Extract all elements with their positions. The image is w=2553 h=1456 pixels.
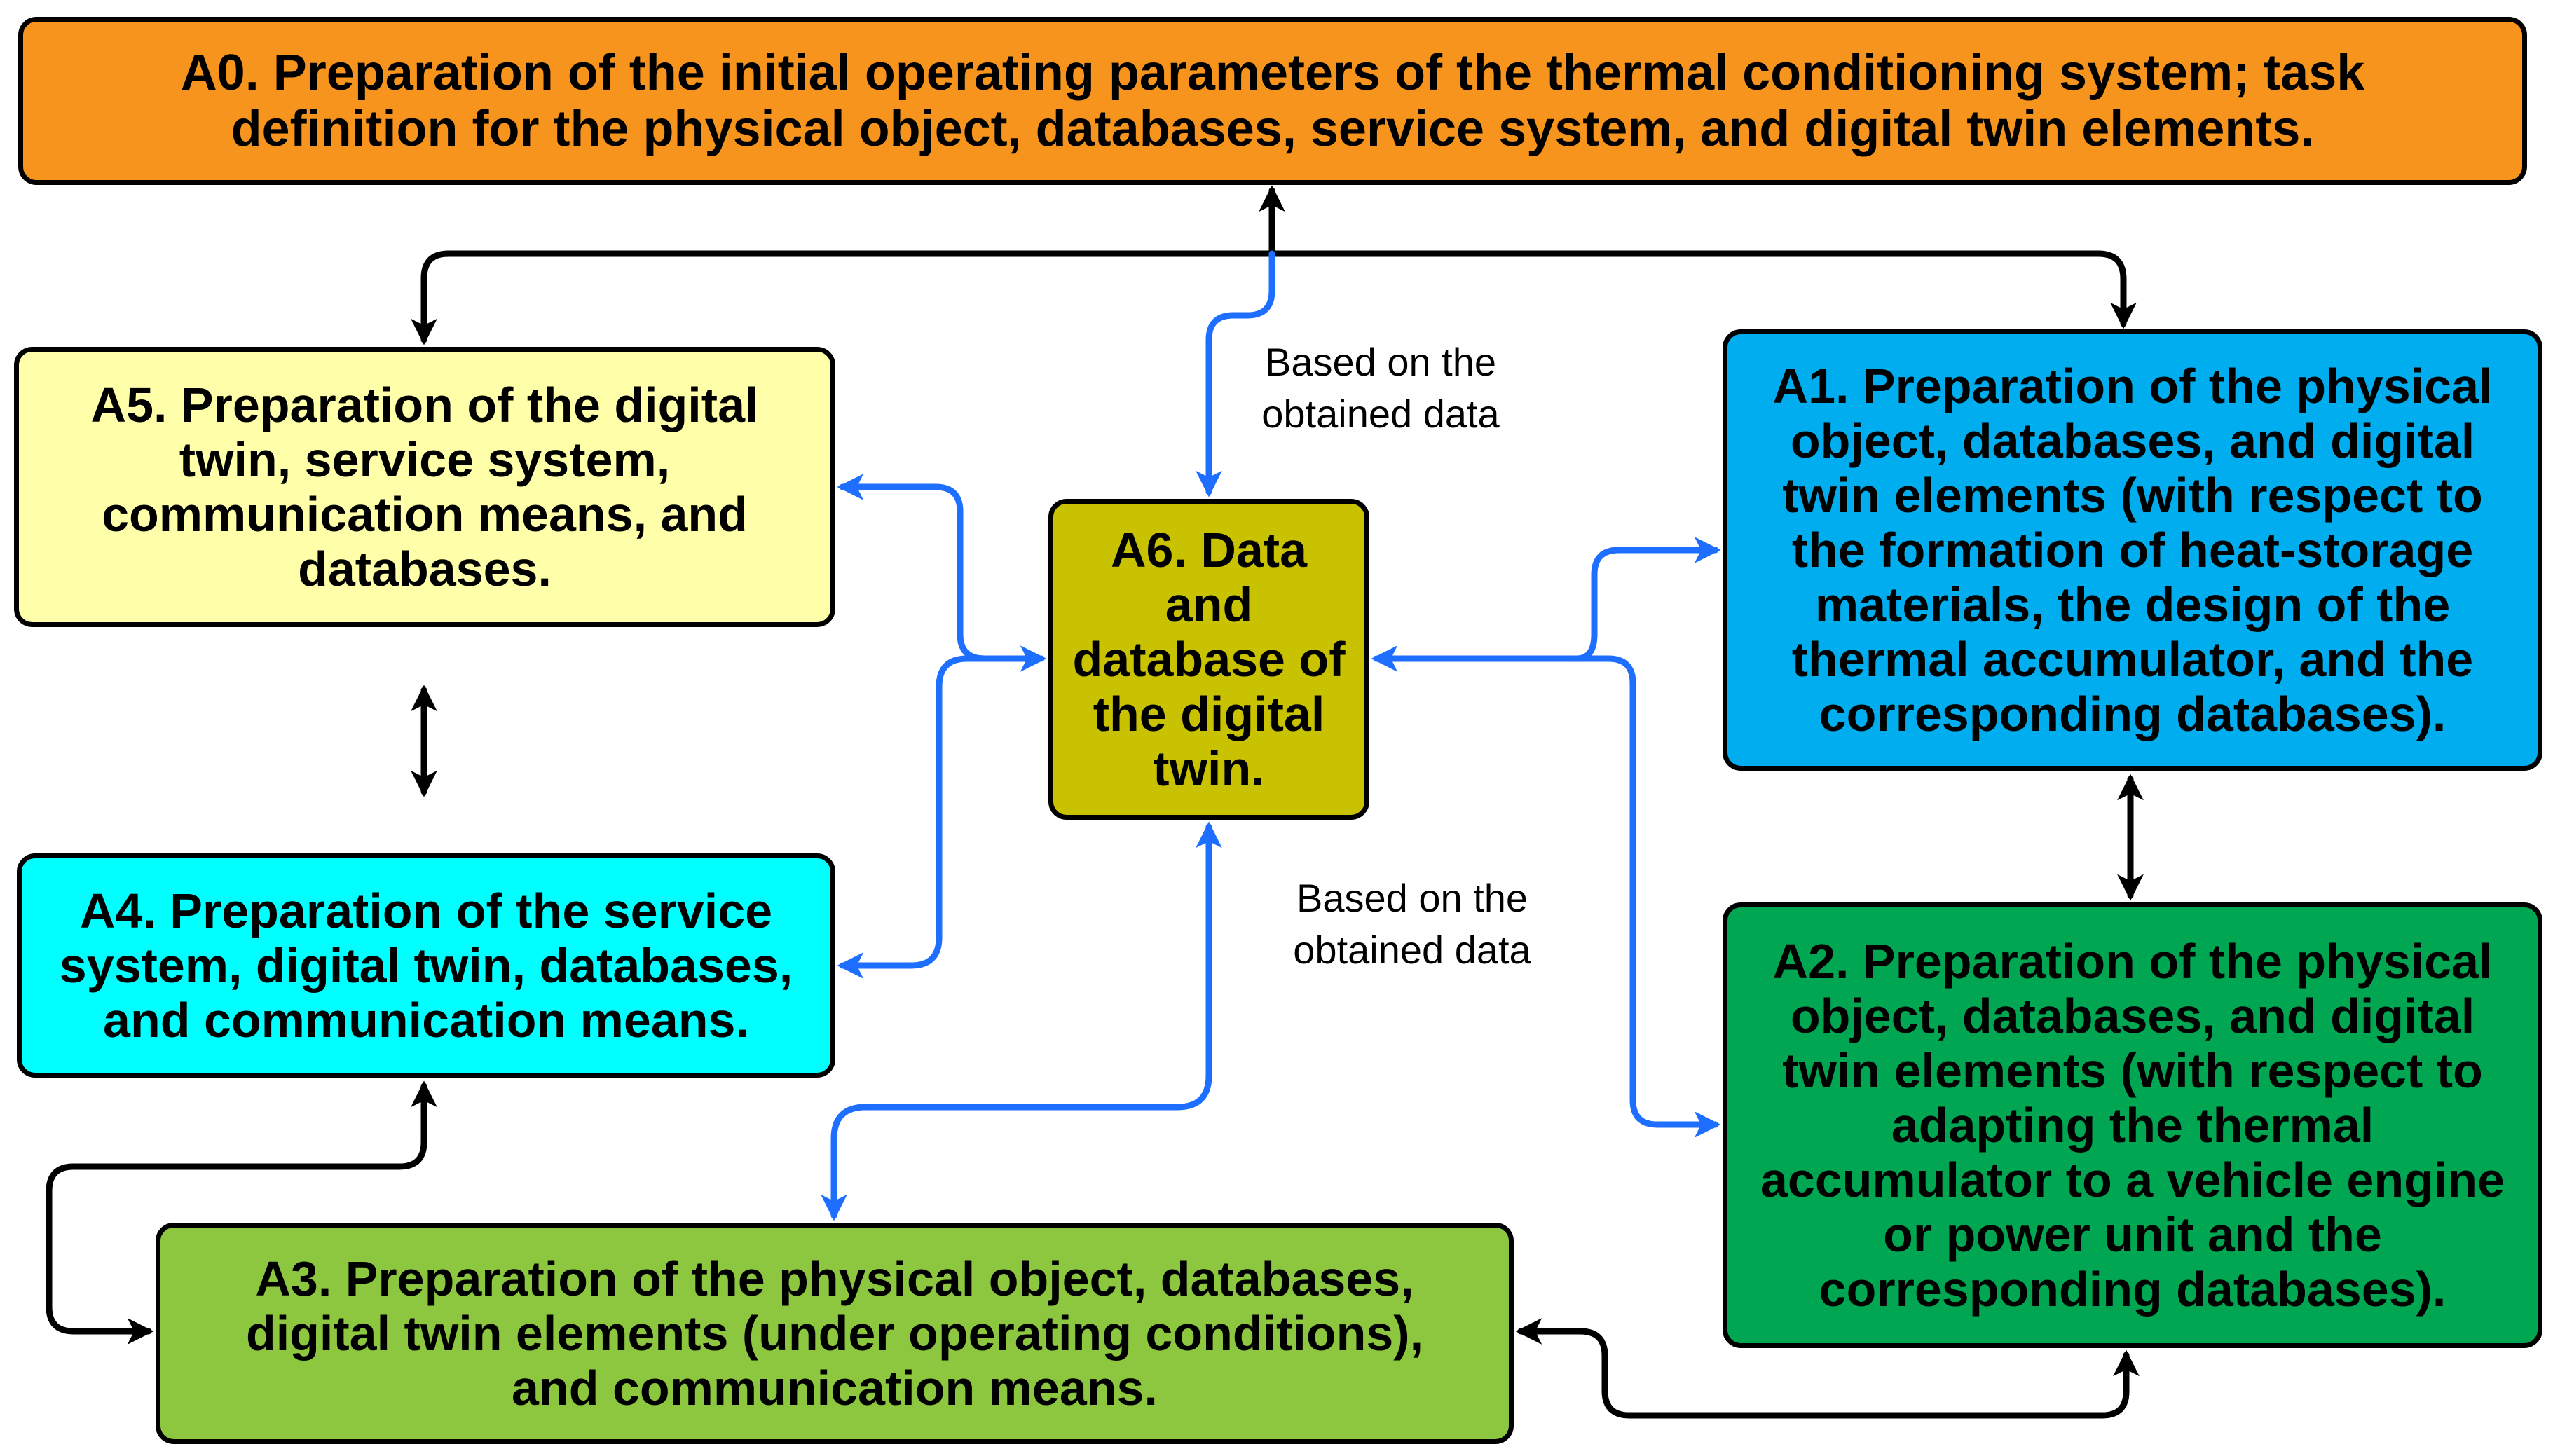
link-a4-a6 (837, 655, 999, 979)
link-a4-a3 (46, 1080, 437, 1345)
box-a4: A4. Preparation of the service system, d… (17, 853, 835, 1078)
box-a0: A0. Preparation of the initial operating… (18, 17, 2527, 185)
box-a4-label: A4. Preparation of the service system, d… (59, 884, 793, 1048)
box-a2: A2. Preparation of the physical object, … (1723, 902, 2542, 1348)
link-a6-a1 (1573, 537, 1721, 662)
link-a5-a6 (837, 474, 1047, 672)
box-a2-label: A2. Preparation of the physical object, … (1760, 934, 2505, 1317)
link-a0-a5 (411, 250, 1275, 345)
note-based-on-data-top: Based on the obtained data (1261, 340, 1500, 436)
box-a0-label: A0. Preparation of the initial operating… (180, 45, 2365, 157)
box-a5-label: A5. Preparation of the digital twin, ser… (90, 378, 759, 596)
box-a6: A6. Data and database of the digital twi… (1048, 499, 1369, 820)
box-a3-label: A3. Preparation of the physical object, … (245, 1251, 1424, 1415)
note-based-on-data-bottom: Based on the obtained data (1293, 876, 1531, 972)
link-a0-a1 (1268, 250, 2137, 329)
box-a6-label: A6. Data and database of the digital twi… (1072, 523, 1346, 796)
box-a5: A5. Preparation of the digital twin, ser… (14, 347, 835, 627)
box-a1: A1. Preparation of the physical object, … (1723, 329, 2542, 771)
link-a3-a6 (821, 821, 1222, 1221)
link-a3-a2 (1515, 1318, 2140, 1419)
box-a1-label: A1. Preparation of the physical object, … (1772, 359, 2493, 741)
box-a3: A3. Preparation of the physical object, … (156, 1223, 1514, 1444)
link-a6-a2 (1573, 655, 1721, 1138)
link-a0-a6 (1196, 250, 1275, 497)
